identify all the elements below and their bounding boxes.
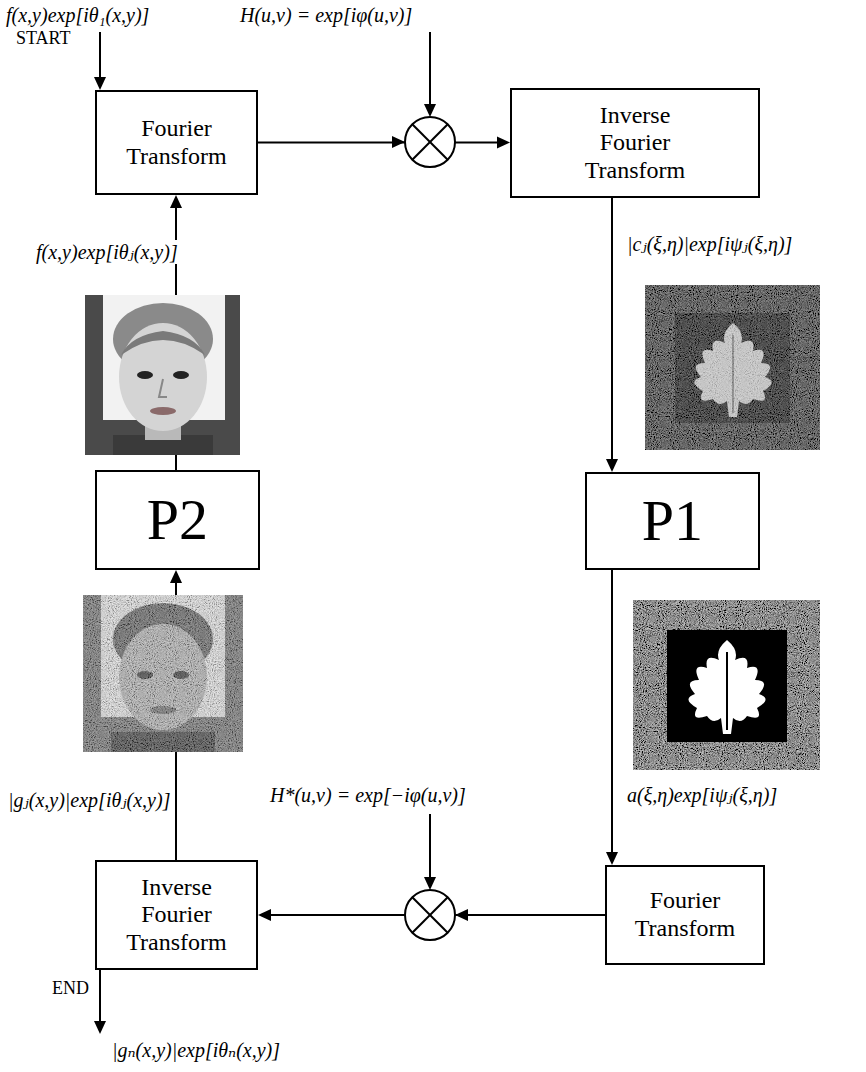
- box-text: P1: [642, 488, 703, 555]
- inverse-fourier-box: Inverse Fourier Transform: [510, 88, 760, 198]
- input-field-label: f(x,y)exp[iθ₁(x,y)]: [4, 3, 151, 27]
- arrow-line: [611, 198, 613, 460]
- arrow-head: [606, 459, 618, 472]
- arrow-head: [497, 137, 510, 149]
- multiplier-symbol: [405, 890, 468, 940]
- flow-arrow: [258, 137, 510, 149]
- filter-label: H(u,v) = exp[iφ(u,v)]: [238, 3, 414, 27]
- projection-box: P1: [585, 472, 760, 570]
- projection-box: P2: [95, 470, 260, 570]
- face-image: [85, 295, 240, 455]
- field-label: f(x,y)exp[iθⱼ(x,y)]: [34, 240, 180, 264]
- input-arrows: [94, 32, 436, 1034]
- box-text: Fourier Transform: [620, 887, 750, 942]
- arrow-head: [258, 909, 271, 921]
- inverse-fourier-box: Inverse Fourier Transform: [95, 860, 258, 970]
- field-label: |cⱼ(ξ,η)|exp[iψⱼ(ξ,η)]: [625, 232, 794, 256]
- end-label: END: [50, 978, 91, 1000]
- fourier-box: Fourier Transform: [95, 90, 258, 195]
- flow-arrow: [606, 570, 618, 865]
- field-label: a(ξ,η)exp[iψⱼ(ξ,η)]: [625, 783, 779, 807]
- box-text: P2: [147, 487, 208, 554]
- multiplier-symbol: [392, 117, 455, 167]
- arrow-head: [606, 852, 618, 865]
- box-text: Fourier Transform: [112, 115, 242, 170]
- box-text: Inverse Fourier Transform: [570, 102, 700, 185]
- fourier-box: Fourier Transform: [605, 865, 765, 965]
- arrow-line: [258, 142, 498, 144]
- noisy-face-image: [83, 595, 243, 752]
- noisy-leaf-image: [645, 285, 820, 450]
- arrow-head: [170, 195, 182, 208]
- arrow-line: [611, 570, 613, 853]
- arrow-head: [170, 570, 182, 583]
- flow-arrow: [606, 198, 618, 472]
- start-label: START: [14, 28, 72, 50]
- output-field-label: |gₙ(x,y)|exp[iθₙ(x,y)]: [110, 1038, 282, 1062]
- box-text: Inverse Fourier Transform: [112, 874, 242, 957]
- binary-leaf-image: [633, 600, 820, 770]
- field-label: |gⱼ(x,y)|exp[iθⱼ(x,y)]: [6, 788, 172, 812]
- filter-label: H*(u,v) = exp[−iφ(u,v)]: [268, 783, 468, 807]
